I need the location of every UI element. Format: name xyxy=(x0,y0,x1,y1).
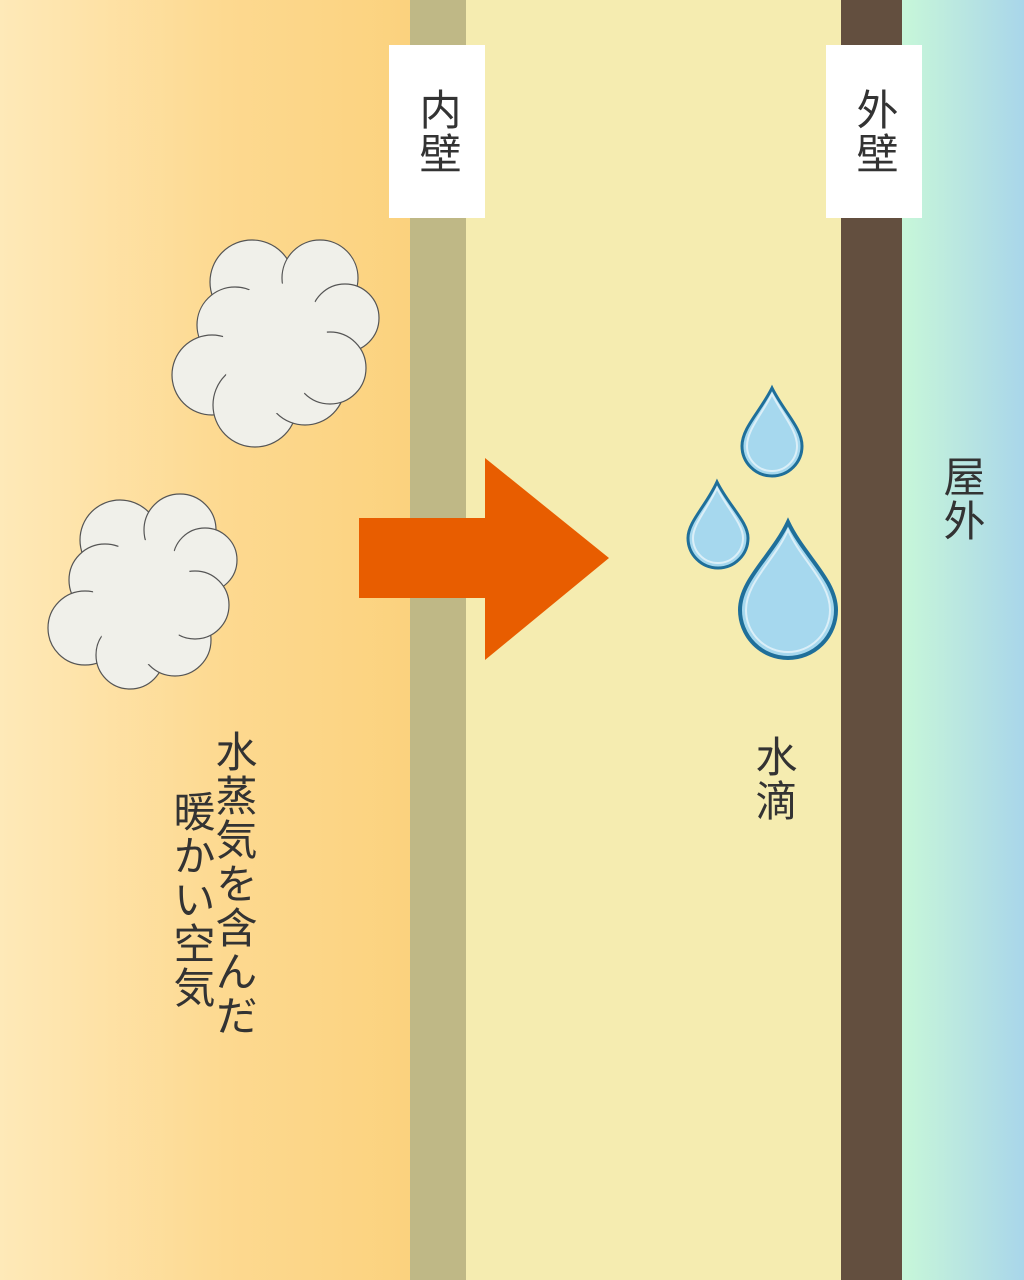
steam-cloud-icon xyxy=(47,493,238,690)
arrow-right-icon xyxy=(359,458,609,660)
steam-cloud-icon xyxy=(171,239,380,448)
outdoor-area xyxy=(902,0,1024,1280)
outer-wall-label-text: 外壁 xyxy=(850,87,899,176)
water-drop-icon xyxy=(686,478,750,570)
warm-humid-air-label: 水蒸気を含んだ 暖かい空気 xyxy=(167,730,258,1038)
warm-humid-air-line1: 水蒸気を含んだ xyxy=(209,730,258,1038)
warm-humid-air-line2: 暖かい空気 xyxy=(167,790,216,1010)
water-drops-label: 水滴 xyxy=(749,735,798,823)
inner-wall-label-text: 内壁 xyxy=(413,87,462,176)
outdoor-label: 屋外 xyxy=(937,455,986,543)
outer-wall-label: 外壁 xyxy=(826,45,922,218)
water-drop-icon xyxy=(740,384,804,478)
water-drop-icon xyxy=(737,517,839,660)
inner-wall-label: 内壁 xyxy=(389,45,485,218)
